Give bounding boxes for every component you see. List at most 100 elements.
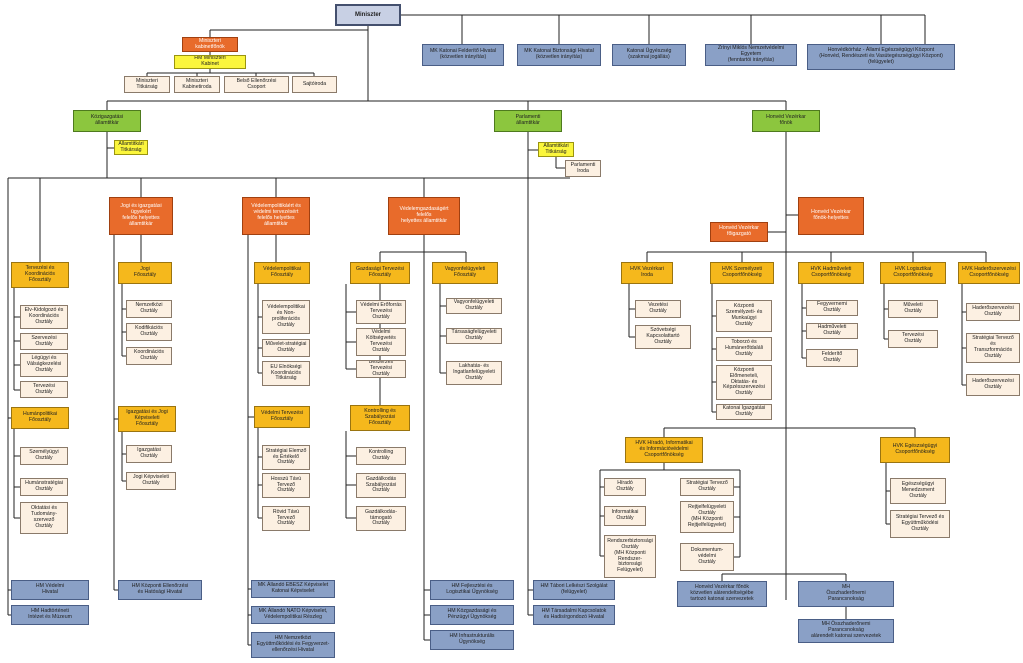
col4-dept2: Kontrolling és Szabályozási Főosztály bbox=[350, 405, 410, 431]
col1-unit-3: Légügyi és Válságkezelési Osztály bbox=[20, 353, 68, 377]
cabinet-unit-3: Belső Ellenőrzési Csoport bbox=[224, 76, 289, 93]
hvk-operations-unit-1: Fegyvernemi Osztály bbox=[806, 300, 858, 316]
col3-bottom-2: MK Állandó NATO Képviselet, Védelempolit… bbox=[251, 606, 335, 624]
hvk-office: HVK Vezérkari Iroda bbox=[621, 262, 673, 284]
deputy-economy: Védelemgazdaságért felelős helyettes áll… bbox=[388, 197, 460, 235]
hvk-signals-right-3: Dokumentum- védelmi Osztály bbox=[680, 543, 734, 571]
deputy-defence-policy: Védelempolitikáért és védelmi tervezésér… bbox=[242, 197, 310, 235]
hvk-medical: HVK Egészségügyi Csoportfőnökség bbox=[880, 437, 950, 463]
col4-unit-1: Védelmi Erőforrás Tervezési Osztály bbox=[356, 300, 406, 324]
col1-unit-1: Elv-Kidolgozó és Koordinációs Osztály bbox=[20, 305, 68, 329]
hvk-logistics: HVK Logisztikai Csoportfőnökség bbox=[880, 262, 946, 284]
hvk-personnel-unit-3: Központi Előmeneteli, Oktatás- és Képzés… bbox=[716, 365, 772, 400]
hvk-force-unit-1: Haderőszervezési Osztály bbox=[966, 303, 1020, 321]
col4-dept: Gazdasági Tervezési Főosztály bbox=[350, 262, 410, 284]
col2-unit-2: Kodifikációs Osztály bbox=[126, 323, 172, 341]
admin-secretariat: Államtitkári Titkárság bbox=[114, 140, 148, 155]
cabinet-unit-1: Miniszteri Titkárság bbox=[124, 76, 170, 93]
col4-unit-2: Védelmi Költségvetés Tervezési Osztály bbox=[356, 328, 406, 356]
col4-unit2-3: Gazdálkodás- támogató Osztály bbox=[356, 506, 406, 531]
col1-unit2-3: Oktatási és Tudomány- szervező Osztály bbox=[20, 502, 68, 534]
direct-office-3: Katonai Ügyészség (szakmai jogállás) bbox=[612, 44, 686, 66]
hvk-office-unit-2: Szövetségi Kapcsolattartó Osztály bbox=[635, 325, 691, 349]
col1-dept: Tervezési és Koordinációs Főosztály bbox=[11, 262, 69, 288]
col3-unit-3: EU Elnökségi Koordinációs Titkárság bbox=[262, 361, 310, 386]
col5-unit-1: Vagyonfelügyeleti Osztály bbox=[446, 298, 502, 314]
econ-bottom-1: HM Fejlesztési és Logisztikai Ügynökség bbox=[430, 580, 514, 600]
hvk-medical-unit-1: Egészségügyi Menedzsment Osztály bbox=[890, 478, 946, 504]
parl-office: Parlamenti Iroda bbox=[565, 160, 601, 177]
col2-unit2-2: Jogi Képviseleti Osztály bbox=[126, 472, 176, 490]
parl-secretariat: Államtitkári Titkárság bbox=[538, 142, 574, 157]
col3-unit2-3: Rövid Távú Tervező Osztály bbox=[262, 506, 310, 531]
hvk-personnel-unit-1: Központi Személyzeti- és Munkaügyi Osztá… bbox=[716, 300, 772, 332]
col5-unit-3: Lakhatás- és Ingatlanfelügyeleti Osztály bbox=[446, 361, 502, 385]
parl-bottom-2: HM Társadalmi Kapcsolatok és Hadisírgond… bbox=[533, 605, 615, 625]
col4-unit2-2: Gazdálkodás Szabályozási Osztály bbox=[356, 473, 406, 498]
hvk-personnel-unit-2: Toborzó és Humánerőtdaláli Osztály bbox=[716, 337, 772, 361]
col1-unit-4: Tervezési Osztály bbox=[20, 381, 68, 398]
col3-dept2: Védelmi Tervezési Főosztály bbox=[254, 406, 310, 428]
col1-dept2: Humánpolitikai Főosztály bbox=[11, 407, 69, 429]
admin-state-secretary: Közigazgatási államtitkár bbox=[73, 110, 141, 132]
hvk-signals-right-2: Rejtjelfelügyeleti Osztály (MH Központi … bbox=[680, 501, 734, 533]
hvk-force-unit-2: Stratégiai Tervező és Transzformációs Os… bbox=[966, 333, 1020, 363]
hvk-signals-left-3: Rendszerbiztonsági Osztály (MH Központi … bbox=[604, 535, 656, 578]
hvk-signals-left-2: Informatikai Osztály bbox=[604, 506, 646, 526]
cabinet-box: HM Miniszteri Kabinet bbox=[174, 55, 246, 69]
direct-office-1: MK Katonai Felderítő Hivatal (közvetlen … bbox=[422, 44, 504, 66]
col3-bottom-1: MK Állandó EBESZ Képviselet Katonai Képv… bbox=[251, 580, 335, 598]
econ-bottom-2: HM Közgazdasági és Pénzügyi Ügynökség bbox=[430, 605, 514, 625]
hvk-logistics-unit-2: Tervezési Osztály bbox=[888, 330, 938, 348]
col1-unit2-1: Személyügyi Osztály bbox=[20, 447, 68, 465]
hvk-operations-unit-3: Felderítő Osztály bbox=[806, 349, 858, 367]
col3-dept: Védelempolitikai Főosztály bbox=[254, 262, 310, 284]
hvk-office-unit-1: Vezetési Osztály bbox=[635, 300, 681, 318]
col2-dept: Jogi Főosztály bbox=[118, 262, 172, 284]
col5-dept: Vagyonfelügyeleti Főosztály bbox=[432, 262, 498, 284]
cabinet-chief-box: Miniszteri kabinetfőnök bbox=[182, 37, 238, 52]
direct-office-4: Zrínyi Miklós Nemzetvédelmi Egyetem (fen… bbox=[705, 44, 797, 66]
col3-bottom-3: HM Nemzetközi Együttműködési és Fegyverz… bbox=[251, 632, 335, 658]
col1-bottom-1: HM Védelmi Hivatal bbox=[11, 580, 89, 600]
direct-office-5: Honvédkórház - Állami Egészségügyi Közpo… bbox=[807, 44, 955, 70]
col2-unit-3: Koordinációs Osztály bbox=[126, 347, 172, 365]
hvk-signals-left-1: Híradó Osztály bbox=[604, 478, 646, 496]
col2-unit2-1: Igazgatási Osztály bbox=[126, 445, 172, 463]
hvk-signals-right-1: Stratégiai Tervező Osztály bbox=[680, 478, 734, 496]
col4-unit2-1: Kontrolling Osztály bbox=[356, 447, 406, 465]
cabinet-unit-4: Sajtóiroda bbox=[292, 76, 337, 93]
hvk-bottom-1: Honvéd Vezérkar főnök közvetlen alárende… bbox=[677, 581, 767, 607]
econ-bottom-3: HM Infrastrukturális Ügynökség bbox=[430, 630, 514, 650]
hvk-force-unit-3: Haderőszervezési Osztály bbox=[966, 374, 1020, 396]
chief-of-staff: Honvéd Vezérkar főnök bbox=[752, 110, 820, 132]
col4-unit-3: Beszerzés Tervezési Osztály bbox=[356, 360, 406, 378]
direct-office-2: MK Katonai Biztonsági Hivatal (közvetlen… bbox=[517, 44, 601, 66]
col1-unit2-2: Humánstratégiai Osztály bbox=[20, 478, 68, 496]
hvk-medical-unit-2: Stratégiai Tervező és Együttműködési Osz… bbox=[890, 510, 950, 538]
col3-unit2-2: Hosszú Távú Tervező Osztály bbox=[262, 473, 310, 498]
parl-bottom-1: HM Tábori Lelkészi Szolgálat (felügyelet… bbox=[533, 580, 615, 600]
col2-dept2: Igazgatási és Jogi Képviseleti Főosztály bbox=[118, 406, 176, 432]
hvk-force-structure: HVK Haderőszervezési Csoportfőnökség bbox=[958, 262, 1020, 284]
minister-box: Miniszter bbox=[335, 4, 401, 26]
cabinet-unit-2: Miniszteri Kabinetiroda bbox=[174, 76, 220, 93]
hvk-personnel-unit-4: Katonai Igazgatási Osztály bbox=[716, 404, 772, 420]
hvk-logistics-unit-1: Műveleti Osztály bbox=[888, 300, 938, 318]
deputy-chief-of-staff: Honvéd Vezérkar főnök-helyettes bbox=[798, 197, 864, 235]
col3-unit-2: Művelet-stratégiai Osztály bbox=[262, 339, 310, 357]
director-general-staff: Honvéd Vezérkar főigazgató bbox=[710, 222, 768, 242]
col3-unit2-1: Stratégiai Elemző és Értékelő Osztály bbox=[262, 445, 310, 470]
hvk-operations-unit-2: Hadműveleti Osztály bbox=[806, 323, 858, 339]
hvk-bottom-2: MH Összhaderőnemi Parancsnokság bbox=[798, 581, 894, 607]
col1-bottom-2: HM Hadtörténeti Intézet és Múzeum bbox=[11, 605, 89, 625]
col3-unit-1: Védelempolitikai és Non- proliferációs O… bbox=[262, 300, 310, 334]
parl-state-secretary: Parlamenti államtitkár bbox=[494, 110, 562, 132]
hvk-signals: HVK Híradó, Informatikai és Információvé… bbox=[625, 437, 703, 463]
col1-unit-2: Szervezési Osztály bbox=[20, 333, 68, 350]
col2-unit-1: Nemzetközi Osztály bbox=[126, 300, 172, 318]
hvk-operations: HVK Hadműveleti Csoportfőnökség bbox=[798, 262, 864, 284]
hvk-personnel: HVK Személyzeti Csoportfőnökség bbox=[710, 262, 774, 284]
col5-unit-2: Társaságfelügyeleti Osztály bbox=[446, 328, 502, 344]
